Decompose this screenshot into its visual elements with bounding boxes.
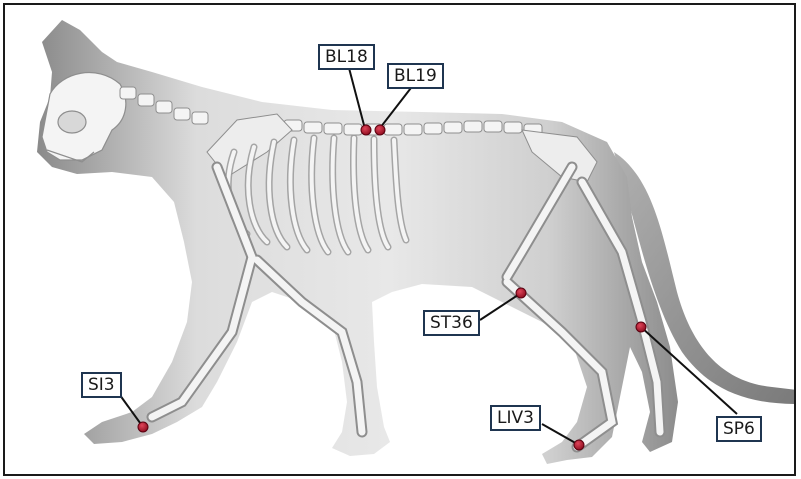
label-bl19: BL19 — [387, 63, 444, 89]
acupoint-sp6 — [636, 322, 646, 332]
acupoint-bl18 — [361, 125, 371, 135]
acupoint-liv3 — [574, 440, 584, 450]
label-st36: ST36 — [423, 310, 480, 336]
label-si3: SI3 — [81, 372, 122, 398]
label-bl18: BL18 — [318, 44, 375, 70]
label-liv3: LIV3 — [490, 405, 541, 431]
diagram-frame: BL18 BL19 ST36 SI3 LIV3 SP6 — [3, 3, 796, 476]
label-sp6: SP6 — [716, 416, 762, 442]
acupoint-bl19 — [375, 125, 385, 135]
acupoint-st36 — [516, 288, 526, 298]
acupoint-si3 — [138, 422, 148, 432]
